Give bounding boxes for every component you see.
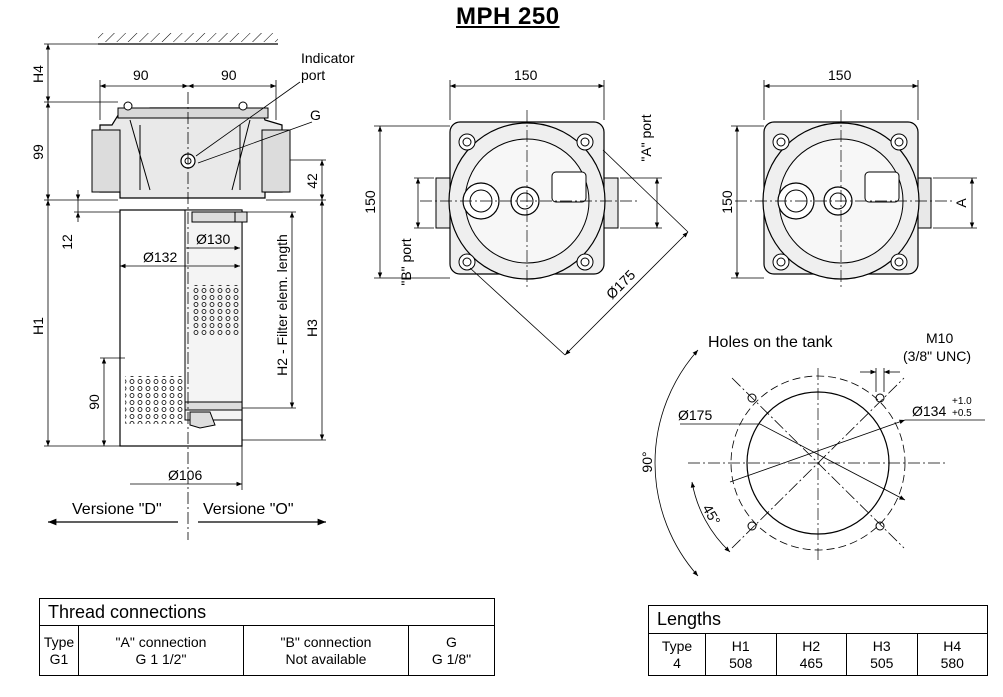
dim-h2: H2 - Filter elem. length xyxy=(274,234,290,376)
holes-view xyxy=(654,349,985,577)
thread-cell-b: "B" connection Not available xyxy=(243,625,409,676)
thread-head: "A" connection xyxy=(115,633,207,650)
element-mesh-top xyxy=(192,285,240,335)
lengths-value: 508 xyxy=(729,654,753,671)
angle-90: 90° xyxy=(639,451,655,472)
bolt-icon xyxy=(772,133,790,151)
a-port-label: "A" port xyxy=(638,114,654,161)
thread-table-title: Thread connections xyxy=(39,598,495,626)
thread-head: "B" connection xyxy=(280,633,372,650)
bolt-icon xyxy=(458,133,476,151)
b-port-label: "B" port xyxy=(398,238,414,285)
tank-hole-icon xyxy=(747,393,757,403)
bolt-icon xyxy=(772,253,790,271)
lengths-cell-h4: H4 580 xyxy=(916,633,988,676)
bolt-icon xyxy=(458,253,476,271)
lengths-head: Type xyxy=(661,637,693,654)
lengths-cell-type: Type 4 xyxy=(648,633,706,676)
lengths-value: 4 xyxy=(673,654,681,671)
tol-minus: +0.5 xyxy=(952,408,972,419)
lengths-value: 465 xyxy=(799,654,823,671)
top-right-width: 150 xyxy=(828,67,852,83)
label-plate xyxy=(864,171,900,203)
indicator-port-label: port xyxy=(301,67,325,83)
thread-head: G xyxy=(446,633,457,650)
top-left-diameter: Ø175 xyxy=(603,266,639,302)
dim-99: 99 xyxy=(30,144,46,160)
lengths-table: Lengths Type 4 H1 508 H2 465 H3 505 H4 5… xyxy=(648,605,988,676)
thread-head: Type xyxy=(43,633,75,650)
top-left-height: 150 xyxy=(362,190,378,214)
bolt-icon xyxy=(238,101,248,111)
dim-d132: Ø132 xyxy=(143,249,177,265)
drawing-title: MPH 250 xyxy=(456,3,560,30)
lengths-head: H3 xyxy=(872,637,891,654)
thread-value: G 1 1/2" xyxy=(135,650,187,667)
bolt-icon xyxy=(576,253,594,271)
lengths-head: H1 xyxy=(731,637,750,654)
thread-value: G 1/8" xyxy=(431,650,472,667)
dim-h1: H1 xyxy=(30,317,46,335)
lengths-table-title: Lengths xyxy=(648,605,988,634)
thread-value: Not available xyxy=(285,650,367,667)
g-port-label: G xyxy=(310,107,321,123)
dim-d106: Ø106 xyxy=(168,467,202,483)
angle-45: 45° xyxy=(699,502,723,528)
dim-90-bottom: 90 xyxy=(86,394,102,410)
side-view xyxy=(44,33,326,540)
bolt-icon xyxy=(890,133,908,151)
dim-left-width: 90 xyxy=(133,67,149,83)
label-plate xyxy=(551,171,587,203)
holes-d134: Ø134 xyxy=(912,403,946,419)
dim-right-width: 90 xyxy=(221,67,237,83)
tank-hole-icon xyxy=(875,393,885,403)
thread-value: G1 xyxy=(49,650,69,667)
lengths-head: H2 xyxy=(802,637,821,654)
dim-h3: H3 xyxy=(304,319,320,337)
filter-head xyxy=(99,107,283,199)
thread-connections-table: Thread connections Type G1 "A" connectio… xyxy=(39,598,495,676)
holes-d175: Ø175 xyxy=(678,407,712,423)
version-d-label: Versione "D" xyxy=(72,501,162,518)
dim-h4: H4 xyxy=(30,65,46,83)
thread-cell-g: G G 1/8" xyxy=(408,625,495,676)
lengths-value: 505 xyxy=(870,654,894,671)
top-right-height: 150 xyxy=(719,190,735,214)
tank-hatch xyxy=(98,33,278,42)
lengths-value: 580 xyxy=(940,654,964,671)
lengths-head: H4 xyxy=(943,637,962,654)
lengths-cell-h1: H1 508 xyxy=(705,633,777,676)
indicator-port-label: Indicator xyxy=(301,50,355,66)
tank-hole-icon xyxy=(875,521,885,531)
unc-label: (3/8" UNC) xyxy=(903,348,971,364)
tank-hole-icon xyxy=(747,521,757,531)
thread-cell-type: Type G1 xyxy=(39,625,79,676)
holes-title: Holes on the tank xyxy=(708,334,834,351)
bolt-icon xyxy=(123,101,133,111)
tol-plus: +1.0 xyxy=(952,396,972,407)
dim-12: 12 xyxy=(59,234,75,250)
element-mesh-bottom xyxy=(125,376,185,424)
lengths-cell-h3: H3 505 xyxy=(846,633,918,676)
bolt-icon xyxy=(576,133,594,151)
top-left-width: 150 xyxy=(514,67,538,83)
m10-label: M10 xyxy=(926,330,953,346)
lengths-cell-h2: H2 465 xyxy=(775,633,847,676)
top-view-left xyxy=(374,80,689,356)
top-view-right xyxy=(731,80,977,290)
thread-cell-a: "A" connection G 1 1/2" xyxy=(78,625,244,676)
version-o-label: Versione "O" xyxy=(203,501,294,518)
dim-42: 42 xyxy=(304,173,320,189)
bolt-icon xyxy=(890,253,908,271)
a-label: A xyxy=(953,198,969,208)
dim-d130: Ø130 xyxy=(196,231,230,247)
